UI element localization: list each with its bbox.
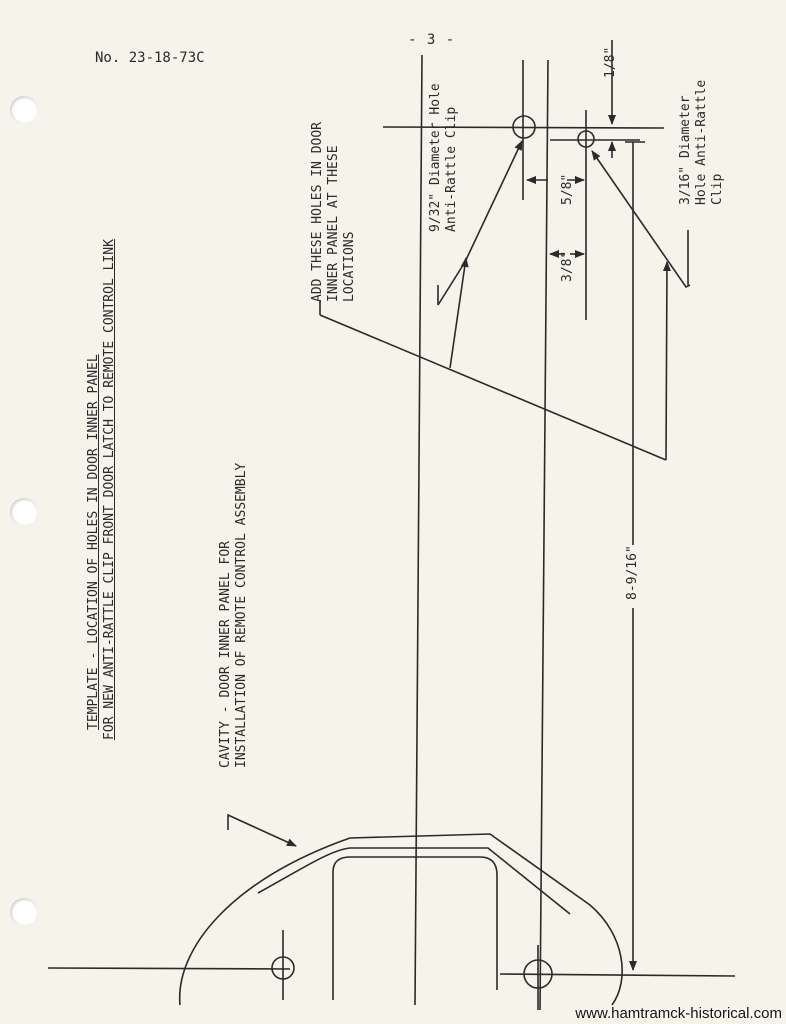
- dim-three-eighths: 3/8": [560, 250, 575, 282]
- watermark: www.hamtramck-historical.com: [575, 1005, 782, 1022]
- document-number: No. 23-18-73C: [95, 50, 205, 66]
- reference-line: [414, 54, 423, 1006]
- title-line-2: FOR NEW ANTI-RATTLE CLIP FRONT DOOR LATC…: [102, 239, 117, 740]
- hole-9-32-line-2: Anti-Rattle Clip: [444, 106, 459, 232]
- add-holes-label: ADD THESE HOLES IN DOOR INNER PANEL AT T…: [310, 122, 358, 302]
- dim-overall: 8-9/16": [625, 545, 640, 600]
- page-number: - 3 -: [408, 32, 456, 48]
- dim-five-eighths: 5/8": [560, 173, 575, 205]
- hole-9-32: [512, 115, 536, 139]
- punch-hole: [10, 498, 38, 526]
- dim-one-eighth: 1/8": [603, 46, 618, 78]
- title-line-1: TEMPLATE - LOCATION OF HOLES IN DOOR INN…: [86, 354, 101, 730]
- hole-3-16-label: 3/16" Diameter Hole Anti-Rattle Clip: [678, 80, 726, 205]
- hole-3-16-line-2: Hole Anti-Rattle: [694, 79, 709, 205]
- cavity-label: CAVITY - DOOR INNER PANEL FOR INSTALLATI…: [218, 463, 250, 768]
- hole-3-16-line-1: 3/16" Diameter: [678, 95, 693, 205]
- reference-line: [539, 59, 549, 1011]
- punch-hole: [10, 898, 38, 926]
- hole-3-16: [577, 130, 595, 148]
- hole-3-16-line-3: Clip: [710, 173, 725, 205]
- add-holes-line-2: INNER PANEL AT THESE: [326, 145, 341, 302]
- add-holes-line-1: ADD THESE HOLES IN DOOR: [310, 121, 325, 302]
- cavity-label-line-1: CAVITY - DOOR INNER PANEL FOR: [218, 541, 233, 768]
- hole-9-32-label: 9/32" Diameter Hole Anti-Rattle Clip: [428, 83, 460, 232]
- hole-9-32-line-1: 9/32" Diameter Hole: [428, 83, 443, 232]
- title-block: TEMPLATE - LOCATION OF HOLES IN DOOR INN…: [86, 239, 118, 740]
- punch-hole: [10, 96, 38, 124]
- add-holes-line-3: LOCATIONS: [342, 231, 357, 302]
- cavity-label-line-2: INSTALLATION OF REMOTE CONTROL ASSEMBLY: [234, 462, 249, 768]
